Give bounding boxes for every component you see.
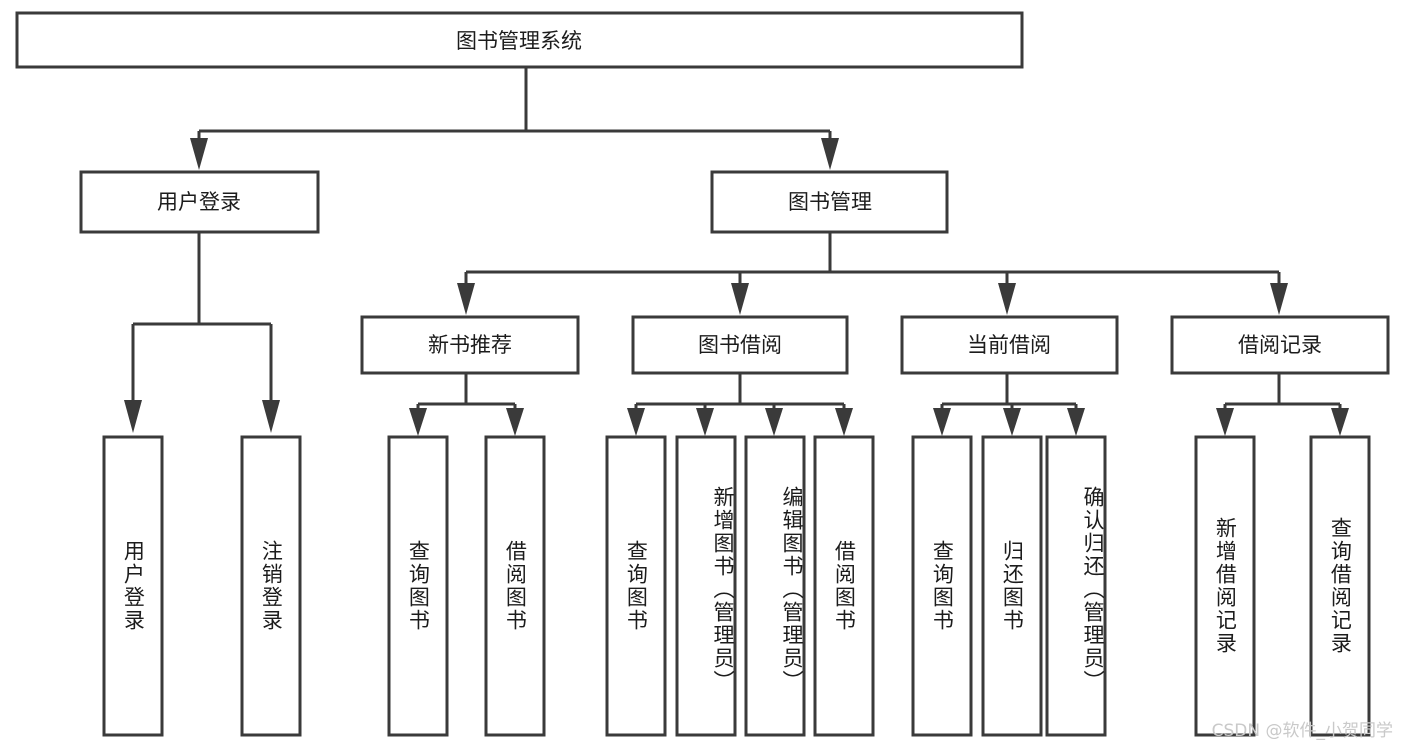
arrow-br-leaf-1 xyxy=(1216,408,1234,436)
leaf-box-user-login-2[interactable] xyxy=(240,435,302,737)
arrow-bb-leaf-1 xyxy=(627,408,645,436)
node-current-borrow-label: 当前借阅 xyxy=(967,333,1051,357)
node-new-book-recommend-box[interactable] xyxy=(360,315,580,375)
leaf-box-user-login-1[interactable] xyxy=(102,435,164,737)
node-book-borrow[interactable]: 图书借阅 xyxy=(631,315,849,375)
arrow-cb-leaf-1 xyxy=(933,408,951,436)
connector-group xyxy=(124,67,1349,436)
leaf-box-cb-2[interactable] xyxy=(981,435,1043,737)
leaf-box-bb-1[interactable] xyxy=(605,435,667,737)
node-new-book-recommend-label: 新书推荐 xyxy=(428,333,512,357)
leaf-box-br-2[interactable] xyxy=(1309,435,1371,737)
arrow-to-current-borrow xyxy=(998,283,1016,315)
node-user-login-label: 用户登录 xyxy=(157,190,241,214)
node-root-label: 图书管理系统 xyxy=(456,29,582,53)
leaf-box-br-1[interactable] xyxy=(1194,435,1256,737)
arrow-bb-leaf-4 xyxy=(835,408,853,436)
leaf-box-bb-3[interactable] xyxy=(744,435,806,737)
node-borrow-record-label: 借阅记录 xyxy=(1238,333,1322,357)
arrow-to-user-login-leaf xyxy=(124,400,142,433)
arrow-bb-leaf-2 xyxy=(696,408,714,436)
arrow-nbr-leaf-2 xyxy=(506,408,524,436)
node-book-management[interactable]: 图书管理 xyxy=(710,170,949,234)
node-borrow-record[interactable]: 借阅记录 xyxy=(1170,315,1390,375)
arrow-to-user-login xyxy=(190,138,208,170)
node-current-borrow[interactable]: 当前借阅 xyxy=(900,315,1119,375)
node-book-borrow-box[interactable] xyxy=(631,315,849,375)
node-user-login-box[interactable] xyxy=(79,170,320,234)
arrow-to-borrow-record xyxy=(1270,283,1288,315)
arrow-br-leaf-2 xyxy=(1331,408,1349,436)
node-new-book-recommend[interactable]: 新书推荐 xyxy=(360,315,580,375)
arrow-cb-leaf-3 xyxy=(1067,408,1085,436)
arrow-to-book-borrow xyxy=(731,283,749,315)
arrow-bb-leaf-3 xyxy=(765,408,783,436)
csdn-watermark: CSDN @软件_小贺同学 xyxy=(1211,721,1393,741)
leaf-box-nbr-1[interactable] xyxy=(387,435,449,737)
arrow-to-book-management xyxy=(821,138,839,170)
leaf-box-cb-1[interactable] xyxy=(911,435,973,737)
node-book-management-label: 图书管理 xyxy=(788,190,872,214)
node-book-management-box[interactable] xyxy=(710,170,949,234)
node-root-box[interactable] xyxy=(15,11,1024,69)
leaf-box-bb-2[interactable] xyxy=(675,435,737,737)
node-current-borrow-box[interactable] xyxy=(900,315,1119,375)
leaf-box-nbr-2[interactable] xyxy=(484,435,546,737)
leaf-box-cb-3[interactable] xyxy=(1045,435,1107,737)
arrow-nbr-leaf-1 xyxy=(409,408,427,436)
node-borrow-record-box[interactable] xyxy=(1170,315,1390,375)
node-root[interactable]: 图书管理系统 xyxy=(15,11,1024,69)
arrow-to-logout-leaf xyxy=(262,400,280,433)
arrow-cb-leaf-2 xyxy=(1003,408,1021,436)
node-user-login[interactable]: 用户登录 xyxy=(79,170,320,234)
node-book-borrow-label: 图书借阅 xyxy=(698,333,782,357)
leaf-box-bb-4[interactable] xyxy=(813,435,875,737)
arrow-to-new-book-recommend xyxy=(457,283,475,315)
